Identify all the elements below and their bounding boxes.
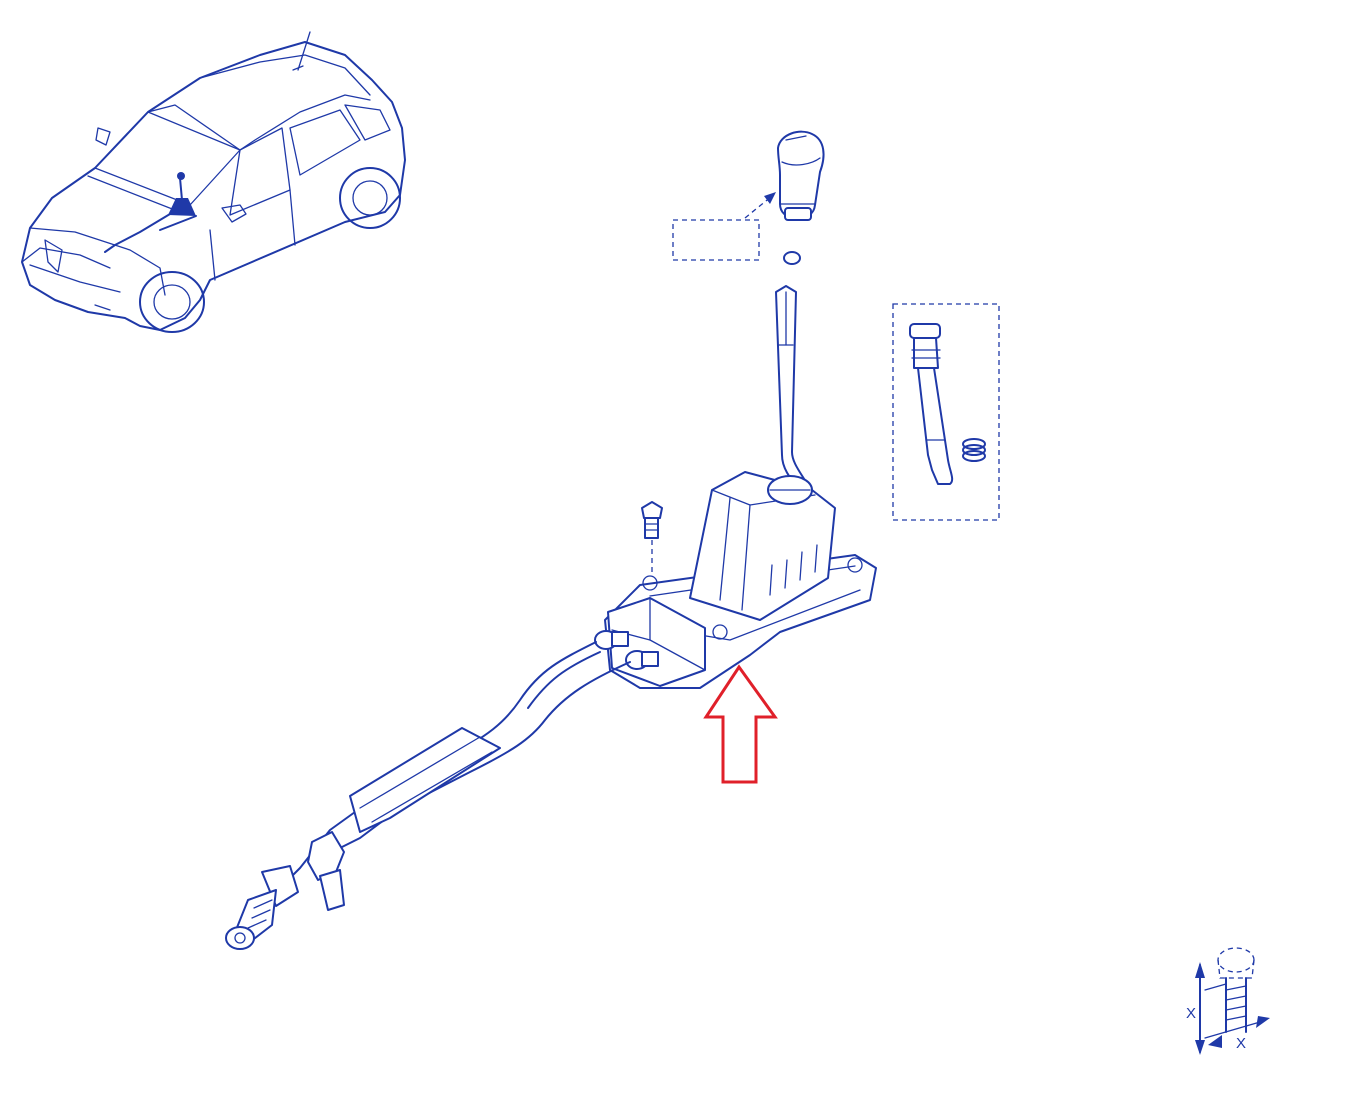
dimension-label-horizontal: X (1236, 1035, 1246, 1052)
gear-lever-shaft (775, 285, 807, 489)
gear-knob (777, 130, 825, 221)
o-ring (783, 251, 801, 265)
reverse-lock-detail (892, 303, 1000, 521)
vehicle-location-illustration (21, 31, 406, 333)
dimension-label-vertical: X (1186, 1005, 1196, 1022)
gear-shifter-housing (594, 471, 877, 689)
knob-assembly-arrow (672, 192, 776, 261)
mounting-screw (641, 501, 663, 572)
gear-selector-cables (225, 641, 631, 950)
highlight-arrow (703, 664, 778, 784)
tightening-torque-symbol: X X (1186, 947, 1270, 1055)
